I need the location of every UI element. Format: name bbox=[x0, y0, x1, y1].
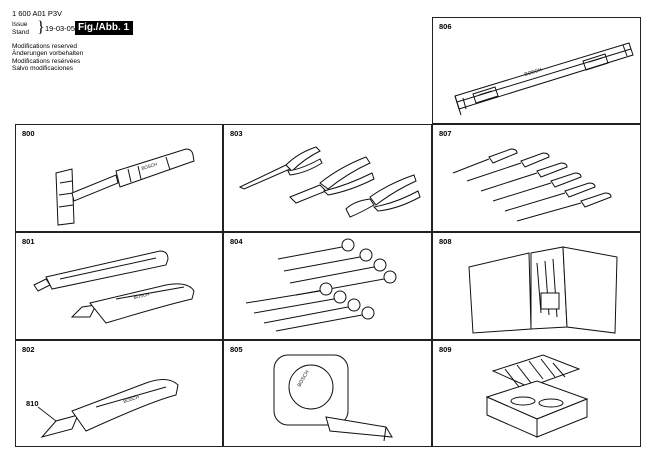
svg-text:BOSCH: BOSCH bbox=[524, 67, 543, 78]
svg-text:BOSCH: BOSCH bbox=[133, 291, 150, 299]
folding-knife-drawing: BOSCH bbox=[37, 379, 179, 438]
screwdriver-set-drawing bbox=[452, 148, 612, 222]
tool-wallet-drawing bbox=[468, 246, 618, 334]
panel-805: 805 BOSCH bbox=[223, 340, 432, 447]
modifications-es: Salvo modificaciones bbox=[12, 65, 74, 73]
panel-number: 807 bbox=[439, 129, 452, 138]
panel-802: 802 BOSCH 810 bbox=[15, 340, 223, 447]
issue-date: 19-03-05 bbox=[45, 24, 76, 33]
panel-number: 806 bbox=[439, 22, 452, 31]
panel-number: 801 bbox=[22, 237, 35, 246]
document-header: 1 600 A01 P3V Issue Stand } 19-03-05 Fig… bbox=[12, 9, 212, 79]
utility-knives-drawing: BOSCH bbox=[33, 250, 195, 324]
panel-807: 807 bbox=[432, 124, 641, 232]
panel-number: 805 bbox=[230, 345, 243, 354]
svg-text:BOSCH: BOSCH bbox=[123, 394, 140, 404]
panel-808: 808 bbox=[432, 232, 641, 340]
panel-number: 802 bbox=[22, 345, 35, 354]
brace-glyph: } bbox=[37, 19, 45, 36]
wrench-set-drawing bbox=[245, 238, 397, 332]
tool-case-drawing bbox=[485, 354, 589, 438]
panel-809: 809 bbox=[432, 340, 641, 447]
panel-806: 806 BOSCH bbox=[432, 17, 641, 124]
panel-800: 800 BOSCH bbox=[15, 124, 223, 232]
panel-803: 803 bbox=[223, 124, 432, 232]
panel-number: 803 bbox=[230, 129, 243, 138]
svg-text:BOSCH: BOSCH bbox=[141, 161, 158, 170]
modifications-notice: Modifications reserved Änderungen vorbeh… bbox=[12, 43, 83, 73]
issue-stand-labels: Issue Stand bbox=[12, 21, 29, 36]
modifications-fr: Modifications resérvées bbox=[12, 57, 81, 65]
panel-number: 804 bbox=[230, 237, 243, 246]
issue-label: Issue bbox=[12, 21, 28, 28]
stand-label: Stand bbox=[12, 28, 29, 36]
panel-804: 804 bbox=[223, 232, 432, 340]
panel-number: 809 bbox=[439, 345, 452, 354]
spirit-level-drawing: BOSCH bbox=[454, 42, 634, 116]
panel-number: 808 bbox=[439, 237, 452, 246]
panel-801: 801 BOSCH bbox=[15, 232, 223, 340]
panel-number: 800 bbox=[22, 129, 35, 138]
pliers-set-drawing bbox=[238, 146, 421, 218]
measuring-tape-drawing: BOSCH bbox=[273, 354, 393, 442]
modifications-en: Modifications reserved bbox=[12, 43, 78, 50]
modifications-de: Änderungen vorbehalten bbox=[12, 50, 84, 58]
hammer-drawing: BOSCH bbox=[55, 148, 195, 226]
doc-code: 1 600 A01 P3V bbox=[12, 9, 63, 18]
callout-810: 810 bbox=[26, 399, 39, 408]
figure-label: Fig./Abb. 1 bbox=[75, 21, 134, 35]
